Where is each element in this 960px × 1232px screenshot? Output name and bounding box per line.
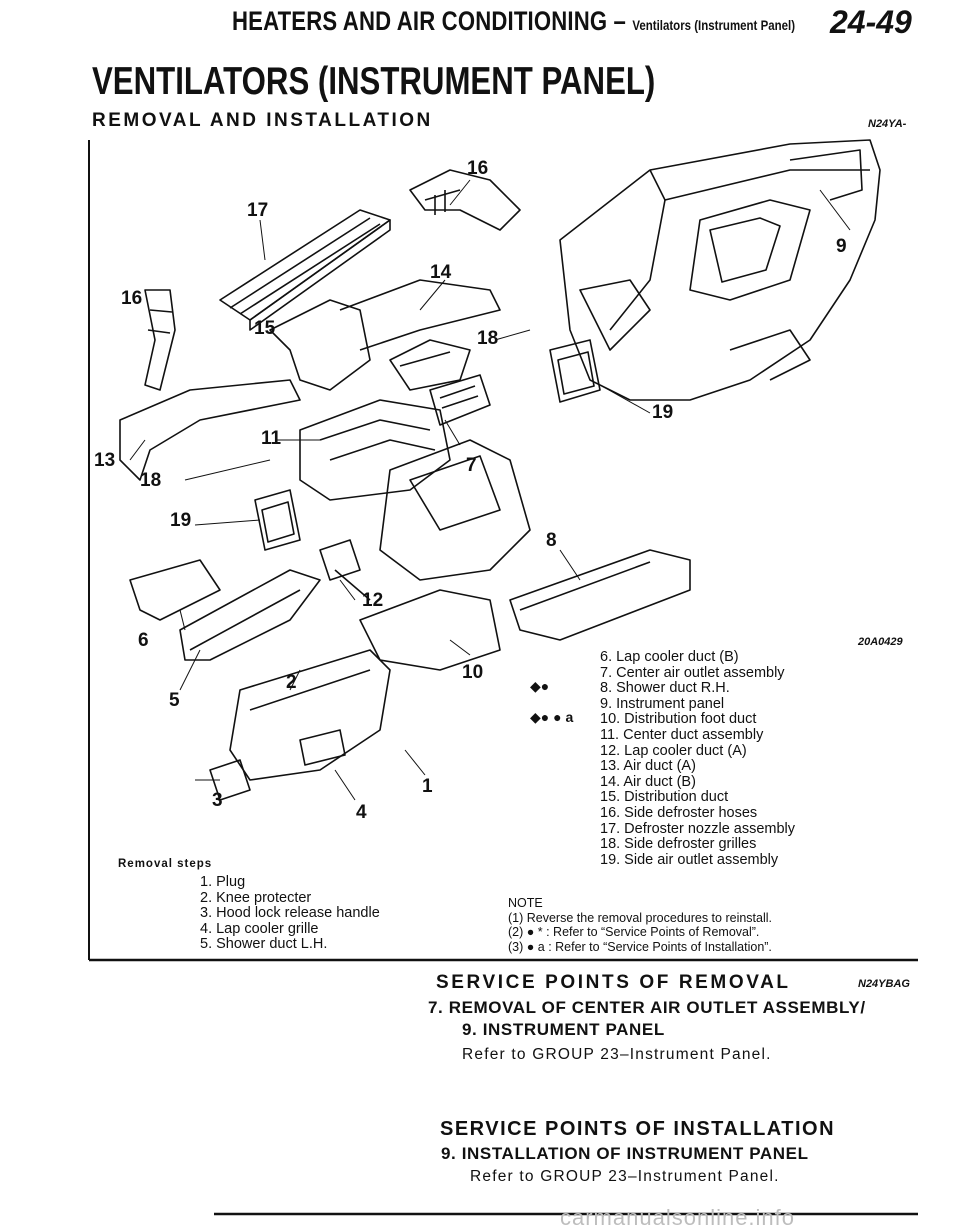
note-line: (1) Reverse the removal procedures to re… [508,910,773,925]
list-item: 17. Defroster nozzle assembly [600,820,796,837]
callout-16-top: 16 [467,158,489,179]
defroster-nozzle-drawing [219,209,391,331]
list-item: 1. Plug [200,874,246,890]
callout-9: 9 [836,236,847,257]
list-item: 3. Hood lock release handle [200,905,380,921]
callout-6: 6 [138,630,149,651]
foot-duct-drawing [319,539,501,671]
list-item: 11. Center duct assembly [600,726,764,743]
list-item: 6. Lap cooler duct (B) [600,649,739,665]
list-item: 12. Lap cooler duct (A) [600,742,747,759]
callout-7: 7 [466,455,477,476]
service-removal-code: N24YBAG [858,978,910,990]
instrument-panel-drawing [559,139,881,401]
note-line: (2) ● * : Refer to “Service Points of Re… [508,925,760,940]
callout-16-left: 16 [121,288,143,309]
note-block: NOTE (1) Reverse the removal procedures … [508,896,772,954]
callout-4: 4 [356,802,367,823]
note-heading: NOTE [508,896,543,910]
defroster-hose-drawing [144,169,521,391]
center-outlet-drawing [429,374,491,426]
list-item: 9. Instrument panel [600,695,725,712]
callout-19-right: 19 [652,402,674,423]
callout-1: 1 [422,776,433,797]
list-item: 7. Center air outlet assembly [600,664,785,681]
running-header: HEATERS AND AIR CONDITIONING – Ventilato… [232,6,795,37]
callout-15: 15 [254,318,276,339]
list-item: 4. Lap cooler grille [200,920,319,937]
service-removal-item-line1: 7. REMOVAL OF CENTER AIR OUTLET ASSEMBLY… [428,998,866,1017]
lap-cooler-duct-drawing [129,559,321,661]
callout-17: 17 [247,200,269,221]
list-item: 14. Air duct (B) [600,773,696,790]
list-item: 19. Side air outlet assembly [600,851,779,868]
callout-12: 12 [362,590,384,611]
callout-3: 3 [212,790,223,811]
service-installation-reference: Refer to GROUP 23–Instrument Panel. [470,1168,780,1185]
list-item: 13. Air duct (A) [600,758,696,775]
callout-8: 8 [546,530,557,551]
service-removal-item-line2: 9. INSTRUMENT PANEL [462,1020,665,1039]
removal-steps-list: 1. Plug 2. Knee protecter 3. Hood lock r… [200,874,380,953]
marker-item-7: ◆● [530,678,550,694]
callout-10: 10 [462,662,484,683]
section-code: N24YA- [868,118,907,130]
knee-protecter-drawing [209,649,391,801]
marker-item-9: ◆● ● a [530,709,574,725]
callout-19-left: 19 [170,510,192,531]
watermark: carmanualsonline.info [560,1205,796,1230]
header-dash: – [613,6,627,36]
parts-list: 6. Lap cooler duct (B) 7. Center air out… [600,649,796,868]
figure-code: 20A0429 [858,636,903,648]
callout-18-left: 18 [140,470,162,491]
list-item: 2. Knee protecter [200,889,312,906]
air-duct-drawing [119,279,501,481]
removal-steps-heading: Removal steps [118,858,213,870]
callout-11: 11 [261,428,282,449]
list-item: 18. Side defroster grilles [600,836,757,853]
list-item: 16. Side defroster hoses [600,804,758,821]
list-item: 10. Distribution foot duct [600,711,757,728]
list-item: 5. Shower duct L.H. [200,936,328,952]
exploded-diagram [119,139,881,801]
header-subsection: Ventilators (Instrument Panel) [632,17,796,33]
page-title: VENTILATORS (INSTRUMENT PANEL) [92,60,656,103]
header-section: HEATERS AND AIR CONDITIONING [232,6,608,36]
service-installation-item: 9. INSTALLATION OF INSTRUMENT PANEL [441,1144,809,1163]
note-line: (3) ● a : Refer to “Service Points of In… [508,939,772,954]
shower-duct-rh-drawing [509,549,691,641]
list-item: 8. Shower duct R.H. [600,680,730,697]
side-outlet-drawing [254,339,601,551]
callout-13: 13 [94,450,116,471]
callout-2: 2 [286,672,297,693]
service-removal-reference: Refer to GROUP 23–Instrument Panel. [462,1046,772,1063]
section-title: REMOVAL AND INSTALLATION [92,110,433,131]
page-number: 24-49 [830,4,912,40]
list-item: 15. Distribution duct [600,789,729,806]
service-removal-heading: SERVICE POINTS OF REMOVAL [436,972,791,993]
callout-14: 14 [430,262,452,283]
center-duct-drawing [299,399,531,581]
service-installation-heading: SERVICE POINTS OF INSTALLATION [440,1118,836,1140]
callout-18-top: 18 [477,328,499,349]
callout-5: 5 [169,690,180,711]
